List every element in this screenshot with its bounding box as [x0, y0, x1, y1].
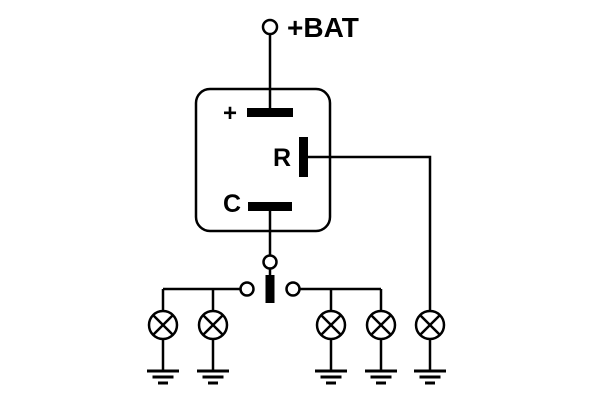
c-terminal-bar — [248, 202, 292, 211]
ground-icon — [313, 369, 349, 385]
lamp-icon — [197, 309, 229, 341]
ground-icon — [195, 369, 231, 385]
ground-icon — [145, 369, 181, 385]
plus-terminal-label: + — [223, 100, 237, 127]
battery-label: +BAT — [287, 12, 359, 43]
battery-terminal-circle — [261, 18, 279, 36]
r-terminal-bar — [299, 137, 308, 177]
switch-left-terminal — [239, 281, 255, 297]
relay-box — [194, 87, 332, 233]
ground-icon — [412, 369, 448, 385]
ground-icon — [363, 369, 399, 385]
r-terminal-label: R — [273, 144, 291, 172]
switch-right-terminal — [285, 281, 301, 297]
lamp-icon — [315, 309, 347, 341]
wire-r-to-indicator-lamp — [308, 155, 432, 311]
lamp-icon — [147, 309, 179, 341]
indicator-lamp-icon — [414, 309, 446, 341]
switch-contact-bar — [265, 275, 275, 303]
lamp-icon — [365, 309, 397, 341]
plus-terminal-bar — [247, 108, 293, 117]
c-terminal-label: C — [223, 190, 241, 218]
switch-input-terminal — [262, 254, 278, 270]
